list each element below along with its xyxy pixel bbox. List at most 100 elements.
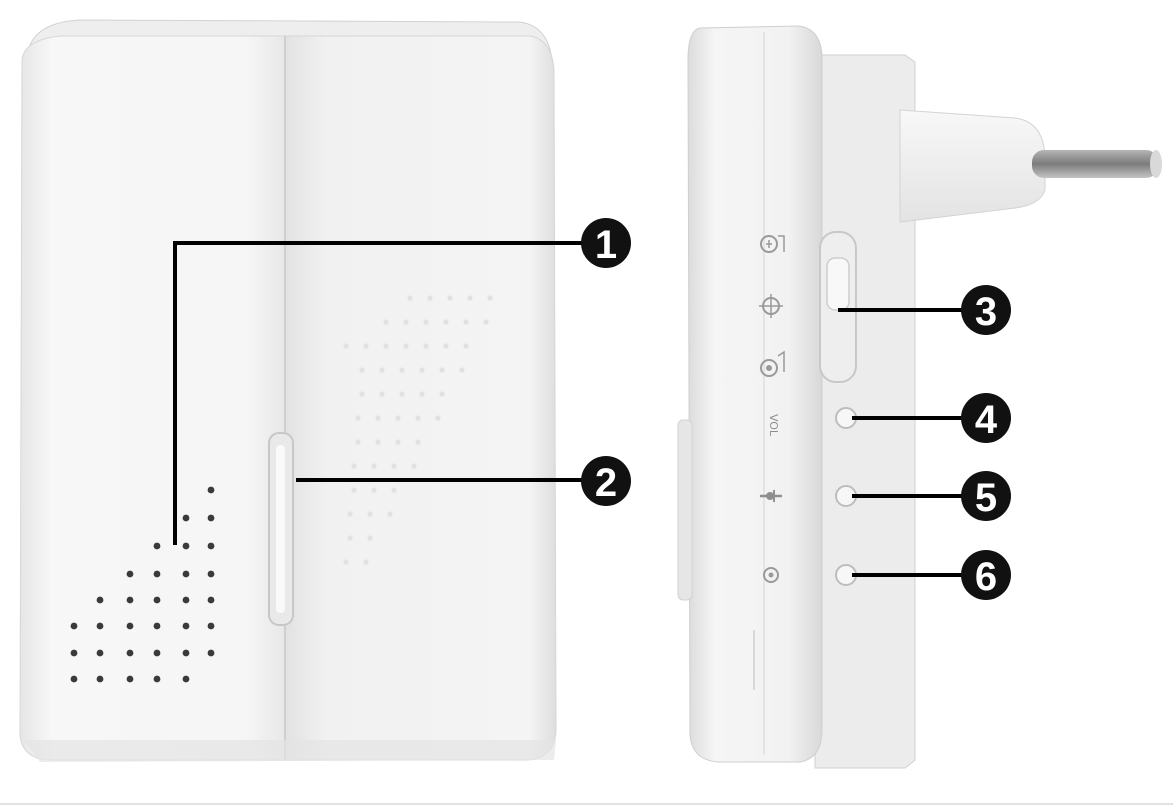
decorative-hole: [419, 391, 425, 397]
grille-hole: [207, 542, 215, 550]
callout-1: 1: [581, 218, 631, 268]
grille-hole: [153, 622, 161, 630]
decorative-hole: [359, 367, 365, 373]
pairing-icon: [763, 567, 779, 583]
decorative-hole: [383, 343, 389, 349]
decorative-hole: [371, 487, 377, 493]
callout-badge: [961, 393, 1011, 443]
decorative-hole-pattern: [343, 295, 493, 565]
decorative-hole: [343, 343, 349, 349]
decorative-hole: [391, 463, 397, 469]
receiver-front-view: [19, 19, 557, 762]
grille-hole: [126, 570, 134, 578]
decorative-hole: [399, 367, 405, 373]
decorative-hole: [419, 367, 425, 373]
grille-hole: [182, 622, 190, 630]
grille-hole: [70, 622, 78, 630]
decorative-hole: [459, 367, 465, 373]
decorative-hole: [375, 439, 381, 445]
grille-hole: [153, 542, 161, 550]
callout-number-6: 6: [975, 555, 997, 599]
decorative-hole: [415, 439, 421, 445]
decorative-hole: [399, 391, 405, 397]
grille-hole: [182, 649, 190, 657]
decorative-hole: [371, 463, 377, 469]
callout-3: 3: [961, 285, 1011, 335]
grille-hole: [182, 542, 190, 550]
housing-front-face: [19, 35, 286, 761]
decorative-hole: [347, 511, 353, 517]
callout-5: 5: [961, 471, 1011, 521]
decorative-hole: [467, 295, 473, 301]
music-note-icon: [760, 490, 782, 502]
grille-hole: [182, 570, 190, 578]
decorative-hole: [439, 391, 445, 397]
decorative-hole: [435, 415, 441, 421]
decorative-hole: [359, 391, 365, 397]
grille-hole: [207, 514, 215, 522]
decorative-hole: [443, 343, 449, 349]
light-icon: [759, 294, 783, 318]
grille-hole: [182, 675, 190, 683]
receiver-side-body: [687, 25, 823, 763]
grille-hole: [126, 675, 134, 683]
bell-light-icon: [760, 350, 785, 377]
callout-badge: [581, 218, 631, 268]
callout-4: 4: [961, 393, 1011, 443]
grille-hole: [207, 486, 215, 494]
grille-hole: [96, 622, 104, 630]
callout-badge: [581, 456, 631, 506]
decorative-hole: [463, 343, 469, 349]
receiver-side-view: VOL: [677, 25, 1162, 769]
callout-badge: [961, 285, 1011, 335]
decorative-hole: [355, 439, 361, 445]
decorative-hole: [347, 535, 353, 541]
grille-hole: [96, 649, 104, 657]
decorative-hole: [363, 343, 369, 349]
decorative-hole: [351, 487, 357, 493]
speaker-grille: [70, 486, 215, 683]
decorative-hole: [383, 319, 389, 325]
grille-hole: [182, 596, 190, 604]
callout-number-4: 4: [975, 398, 998, 442]
bell-sound-icon: [760, 235, 785, 253]
led-light-strip-inner: [276, 445, 285, 613]
decorative-hole: [351, 463, 357, 469]
decorative-hole: [423, 319, 429, 325]
decorative-hole: [343, 559, 349, 565]
grille-hole: [207, 649, 215, 657]
callout-number-2: 2: [595, 461, 617, 505]
decorative-hole: [367, 511, 373, 517]
grille-hole: [153, 649, 161, 657]
grille-hole: [207, 596, 215, 604]
housing-side-face: [284, 35, 557, 761]
decorative-hole: [379, 367, 385, 373]
decorative-hole: [395, 439, 401, 445]
decorative-hole: [439, 367, 445, 373]
grille-hole: [153, 596, 161, 604]
decorative-hole: [403, 319, 409, 325]
decorative-hole: [415, 415, 421, 421]
decorative-hole: [387, 511, 393, 517]
plug-pin-tip: [1150, 150, 1162, 178]
decorative-hole: [483, 319, 489, 325]
grille-hole: [70, 649, 78, 657]
grille-hole: [96, 675, 104, 683]
decorative-hole: [403, 343, 409, 349]
housing-bottom-shadow: [24, 740, 556, 762]
decorative-hole: [463, 319, 469, 325]
decorative-hole: [375, 415, 381, 421]
leader-lines: [173, 241, 963, 577]
grille-hole: [207, 622, 215, 630]
decorative-hole: [391, 487, 397, 493]
grille-hole: [182, 514, 190, 522]
decorative-hole: [411, 463, 417, 469]
decorative-hole: [395, 415, 401, 421]
callout-6: 6: [961, 550, 1011, 600]
mode-selector-knob[interactable]: [826, 257, 850, 311]
leader-line-1: [173, 241, 585, 545]
grille-hole: [70, 675, 78, 683]
callout-number-5: 5: [975, 476, 997, 520]
grille-hole: [153, 570, 161, 578]
